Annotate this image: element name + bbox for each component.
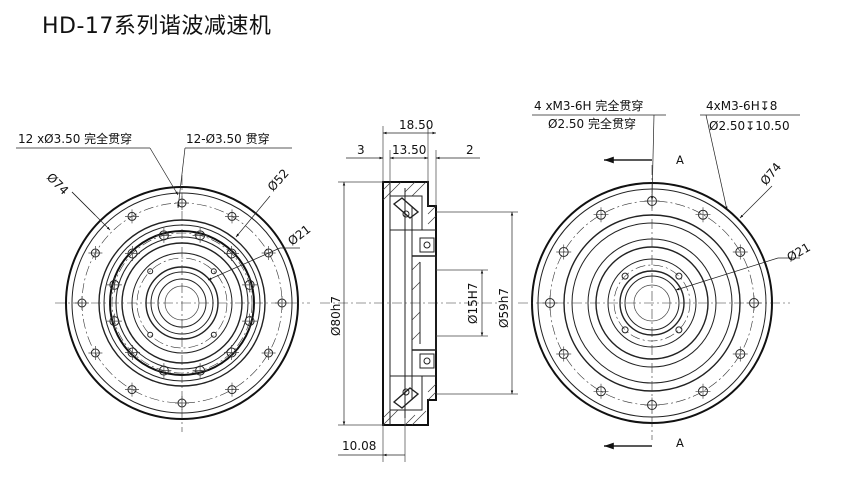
left-small-hole xyxy=(147,268,154,275)
bottom-bearing xyxy=(389,353,435,411)
left-outer-hole-crosshair xyxy=(261,346,276,360)
section-mark-top: A xyxy=(676,153,684,167)
left-outer-hole-crosshair xyxy=(175,396,189,410)
left-dim-outer-pcd: Ø74 xyxy=(44,170,71,197)
right-inner-hole xyxy=(675,326,683,334)
left-inner-hole-crosshair xyxy=(224,246,239,261)
right-inner-hole xyxy=(621,326,629,334)
right-outer-hole-crosshair xyxy=(556,244,572,260)
right-inner-holes xyxy=(621,272,683,334)
section-view: 18.50 3 13.50 2 Ø80h7 Ø59h7 Ø15H7 10.08 xyxy=(320,118,518,462)
right-note-holes-line2: Ø2.50 完全贯穿 xyxy=(548,116,636,131)
left-small-holes xyxy=(147,268,217,338)
section-hatching xyxy=(382,181,437,426)
left-outer-hole-crosshair xyxy=(88,246,103,260)
left-note-inner-holes: 12-Ø3.50 贯穿 xyxy=(186,131,270,146)
right-dim-bore: Ø21 xyxy=(785,240,813,264)
dim-outer-diameter: Ø80h7 xyxy=(329,296,343,336)
dim-pilot-diameter: Ø59h7 xyxy=(497,288,511,328)
left-inner-hole-crosshair xyxy=(156,363,172,379)
dim-width-left: 3 xyxy=(357,143,365,157)
section-mark-bottom: A xyxy=(676,436,684,450)
left-inner-hole-crosshair xyxy=(192,363,208,379)
dim-bottom-offset: 10.08 xyxy=(342,439,376,453)
left-inner-hole-crosshair xyxy=(125,246,140,261)
left-inner-hole-crosshair xyxy=(242,277,258,293)
left-inner-hole-crosshair xyxy=(224,345,239,360)
right-outer-hole-crosshair xyxy=(732,244,748,260)
right-inner-hole xyxy=(675,272,683,280)
left-inner-holes xyxy=(106,227,258,379)
right-outer-hole-crosshair xyxy=(593,207,609,223)
dim-shaft-diameter: Ø15H7 xyxy=(466,283,480,324)
left-inner-hole-crosshair xyxy=(125,345,140,360)
right-dim-outer-pcd: Ø74 xyxy=(758,160,785,188)
right-outer-hole-crosshair xyxy=(695,383,711,399)
right-outer-hole-crosshair xyxy=(695,207,711,223)
left-inner-hole-crosshair xyxy=(242,313,258,329)
right-outer-hole-crosshair xyxy=(732,346,748,362)
dim-width-total: 18.50 xyxy=(399,118,433,132)
left-dim-bore: Ø21 xyxy=(285,222,313,248)
left-outer-holes xyxy=(75,196,289,410)
left-inner-hole-crosshair xyxy=(192,227,208,243)
right-inner-hole xyxy=(621,272,629,280)
left-inner-hole-crosshair xyxy=(156,227,172,243)
right-outer-hole-crosshair xyxy=(593,383,609,399)
top-bearing xyxy=(389,195,435,253)
page-title: HD-17系列谐波减速机 xyxy=(42,14,272,39)
left-small-hole xyxy=(210,268,217,275)
right-outer-hole-crosshair xyxy=(746,295,762,311)
left-outer-hole-crosshair xyxy=(88,346,103,360)
right-rear-view: A A 4 xM3-6H 完全贯穿 Ø2.50 完全贯穿 4xM3-6H↧8 Ø… xyxy=(518,98,813,450)
left-outer-hole-crosshair xyxy=(225,209,239,224)
left-outer-hole-crosshair xyxy=(275,296,289,310)
right-note-tapped-line2: Ø2.50↧10.50 xyxy=(709,119,790,133)
left-note-outer-holes: 12 xØ3.50 完全贯穿 xyxy=(18,131,132,146)
left-inner-hole-crosshair xyxy=(106,277,122,293)
left-outer-hole-crosshair xyxy=(175,196,189,210)
right-note-holes-line1: 4 xM3-6H 完全贯穿 xyxy=(534,98,643,113)
left-small-hole xyxy=(210,331,217,338)
dim-width-right: 2 xyxy=(466,143,474,157)
left-small-hole xyxy=(147,331,154,338)
left-outer-hole-crosshair xyxy=(125,382,139,397)
left-front-view: 12 xØ3.50 完全贯穿 12-Ø3.50 贯穿 Ø74 Ø52 Ø21 xyxy=(16,131,313,432)
left-outer-hole-crosshair xyxy=(225,382,239,397)
left-outer-hole-crosshair xyxy=(75,296,89,310)
left-outer-hole-crosshair xyxy=(125,209,139,224)
left-dim-inner-pcd: Ø52 xyxy=(265,166,292,194)
right-outer-hole-crosshair xyxy=(644,397,660,413)
dim-width-mid: 13.50 xyxy=(392,143,426,157)
right-outer-hole-crosshair xyxy=(556,346,572,362)
right-outer-hole-crosshair xyxy=(542,295,558,311)
left-inner-hole-crosshair xyxy=(106,313,122,329)
right-note-tapped-line1: 4xM3-6H↧8 xyxy=(706,99,777,113)
